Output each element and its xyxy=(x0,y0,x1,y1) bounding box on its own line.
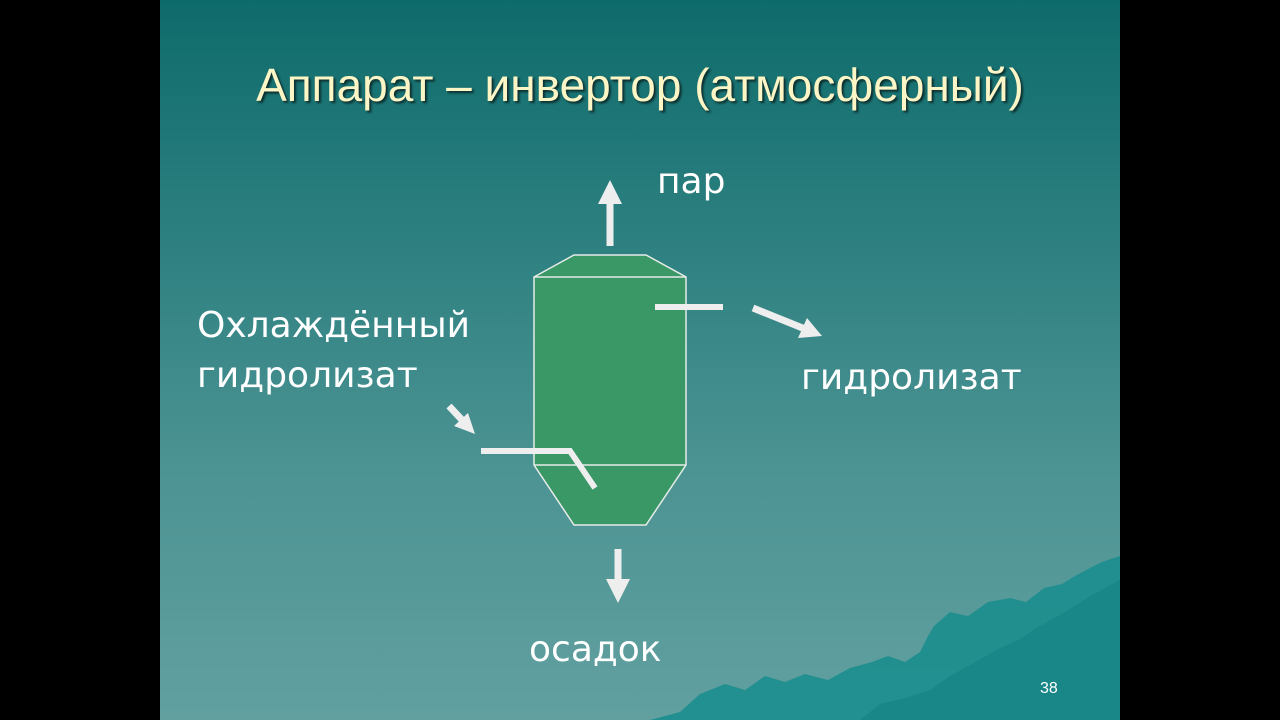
feed-arrow xyxy=(446,403,475,434)
terrain-highlight xyxy=(860,580,1120,720)
product-label: гидролизат xyxy=(801,357,1022,398)
steam-label: пар xyxy=(657,161,726,202)
sediment-arrow xyxy=(606,549,630,603)
slide-title: Аппарат – инвертор (атмосферный) xyxy=(256,59,1024,111)
vessel-body xyxy=(533,254,687,526)
sediment-label: осадок xyxy=(529,629,662,670)
slide-graphics xyxy=(446,180,1120,720)
steam-arrow xyxy=(598,180,622,246)
product-arrow xyxy=(751,304,822,338)
feed-label-line1: Охлаждённый xyxy=(197,305,471,346)
presentation-slide: Аппарат – инвертор (атмосферный) пар Охл… xyxy=(160,0,1120,720)
feed-inlet-pipe xyxy=(481,448,598,490)
feed-label-line2: гидролизат xyxy=(197,355,418,396)
page-number: 38 xyxy=(1040,680,1058,697)
